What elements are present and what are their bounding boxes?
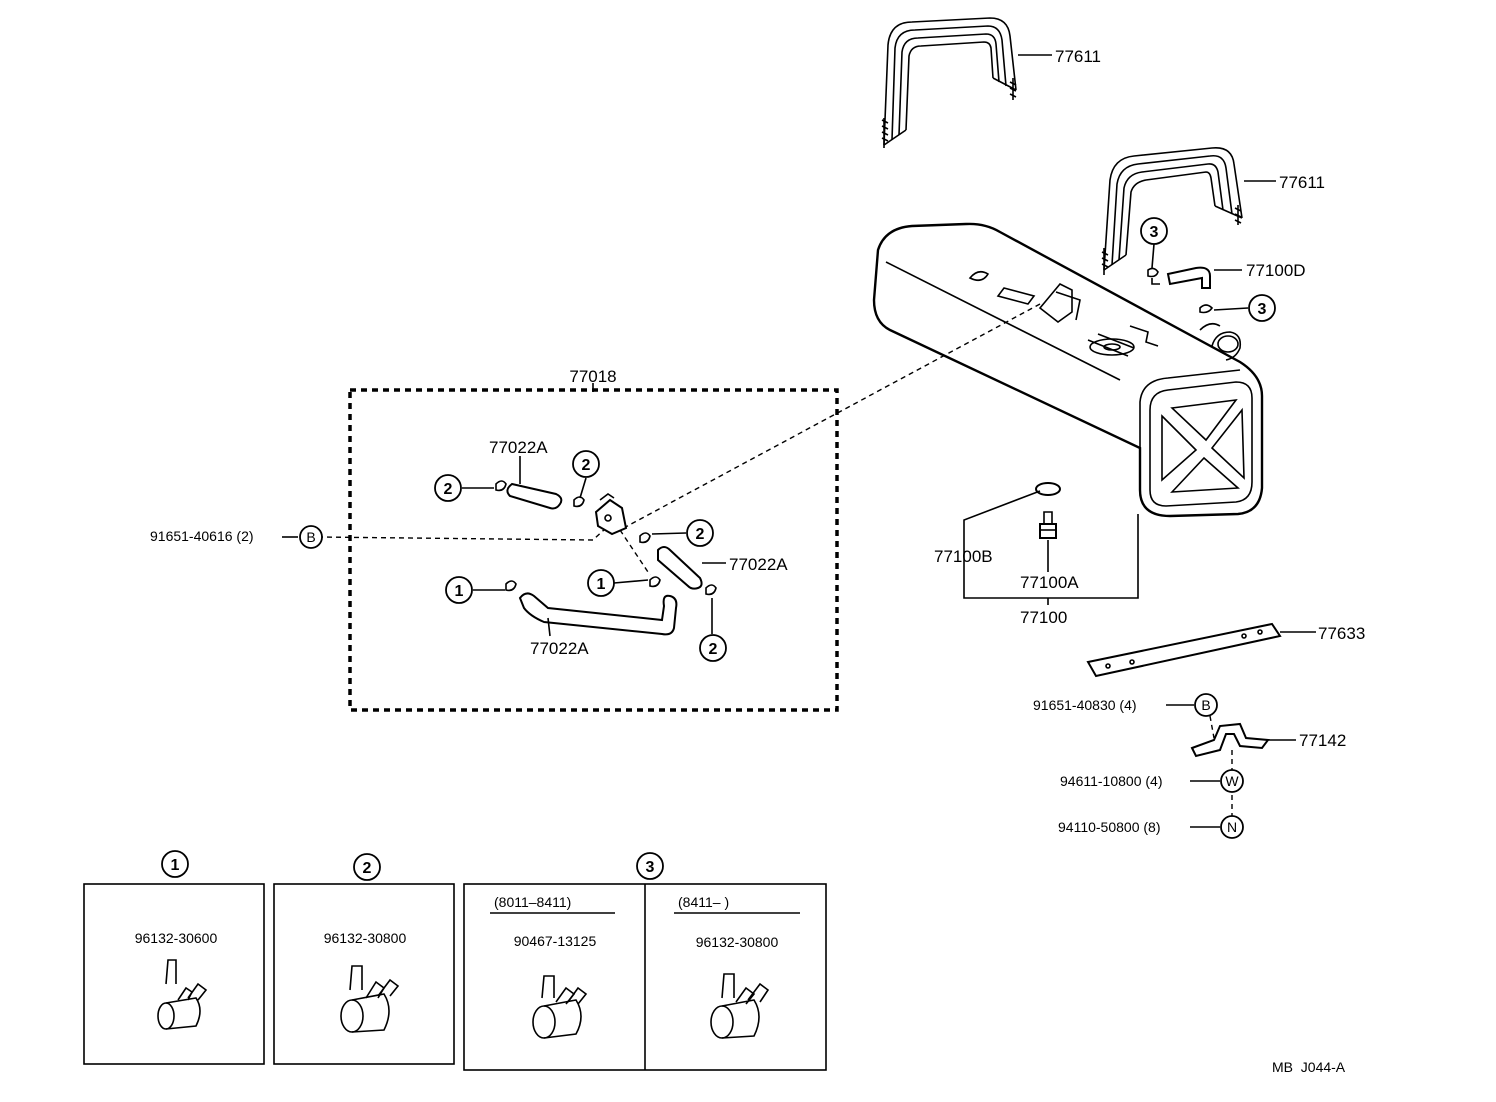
clamp-icon-1 xyxy=(157,959,208,1030)
legend-marker-3-text: 3 xyxy=(646,859,655,876)
legend-marker-3 xyxy=(636,852,664,880)
label-tank: 77100 xyxy=(1020,608,1067,627)
clamp-icon-2 xyxy=(340,965,400,1033)
fuel-tank-illustration xyxy=(872,222,1264,518)
hose-77022a-right xyxy=(657,546,703,590)
marker-1-b-text: 1 xyxy=(597,576,606,593)
label-washer-w: 94611-10800 (4) xyxy=(1060,773,1162,789)
label-hose-a-right: 77022A xyxy=(729,555,788,574)
label-nut-n: 94110-50800 (8) xyxy=(1058,819,1160,835)
band-77633-illustration xyxy=(1086,622,1282,678)
legend-marker-2-text: 2 xyxy=(363,860,372,877)
marker-2-d xyxy=(699,634,727,662)
plug-77100b-illustration xyxy=(1035,482,1061,496)
marker-2-d-text: 2 xyxy=(709,641,718,658)
marker-w xyxy=(1220,769,1244,793)
marker-3-upper xyxy=(1140,217,1168,245)
marker-b-right-text: B xyxy=(1201,697,1210,713)
kit-77018-boundary xyxy=(348,388,839,712)
marker-2-a xyxy=(434,474,462,502)
label-strap-lower: 77611 xyxy=(1279,173,1325,192)
marker-2-b xyxy=(572,450,600,478)
diagram-code: MB J044-A xyxy=(1272,1059,1346,1075)
label-kit: 77018 xyxy=(569,367,616,386)
label-band: 77633 xyxy=(1318,624,1365,643)
strap-upper-illustration xyxy=(881,17,1017,148)
hose-77022a-top xyxy=(506,482,563,510)
marker-w-text: W xyxy=(1225,773,1239,789)
label-hose-d: 77100D xyxy=(1246,261,1306,280)
legend-2-part: 96132-30800 xyxy=(324,930,407,946)
marker-n xyxy=(1220,815,1244,839)
label-bolt-b-right: 91651-40830 (4) xyxy=(1033,697,1137,713)
legend-3-left-part: 90467-13125 xyxy=(514,933,597,949)
plug-77100a-illustration xyxy=(1039,511,1057,539)
label-strap-upper: 77611 xyxy=(1055,47,1101,66)
legend-marker-2 xyxy=(353,853,381,881)
legend-marker-1-text: 1 xyxy=(171,857,180,874)
legend-1-part: 96132-30600 xyxy=(135,930,218,946)
legend-3-right-range: (8411– ) xyxy=(678,894,729,910)
legend-3-right-part: 96132-30800 xyxy=(696,934,779,950)
marker-3-upper-text: 3 xyxy=(1150,224,1159,241)
marker-b-right xyxy=(1194,693,1218,717)
legend-marker-1 xyxy=(161,850,189,878)
label-hose-a-bottom: 77022A xyxy=(530,639,589,658)
label-hose-a-top: 77022A xyxy=(489,438,548,457)
clamp-icon-3-left xyxy=(532,975,588,1039)
marker-2-a-text: 2 xyxy=(444,481,453,498)
strap-lower-illustration xyxy=(1101,147,1243,275)
marker-b-left xyxy=(299,525,323,549)
marker-2-c xyxy=(686,519,714,547)
hose-77022a-bottom xyxy=(518,592,678,636)
marker-1-b xyxy=(587,569,615,597)
bracket-77142-illustration xyxy=(1190,715,1270,816)
label-bracket: 77142 xyxy=(1299,731,1346,750)
marker-2-b-text: 2 xyxy=(582,457,591,474)
marker-3-lower xyxy=(1248,294,1276,322)
marker-b-left-text: B xyxy=(306,529,315,545)
legend-panel-2 xyxy=(273,883,455,1065)
legend-panel-1 xyxy=(83,883,265,1065)
hose-77100d-illustration xyxy=(1147,266,1214,314)
label-plug-a: 77100A xyxy=(1020,573,1079,592)
marker-1-a-text: 1 xyxy=(455,583,464,600)
marker-2-c-text: 2 xyxy=(696,526,705,543)
valve-illustration xyxy=(594,493,628,536)
marker-n-text: N xyxy=(1227,819,1237,835)
legend-3-left-range: (8011–8411) xyxy=(494,894,571,910)
clamp-icon-3-right xyxy=(710,973,770,1039)
label-plug-b: 77100B xyxy=(934,547,993,566)
marker-1-a xyxy=(445,576,473,604)
label-bolt-b-left: 91651-40616 (2) xyxy=(150,528,254,544)
marker-3-lower-text: 3 xyxy=(1258,301,1267,318)
